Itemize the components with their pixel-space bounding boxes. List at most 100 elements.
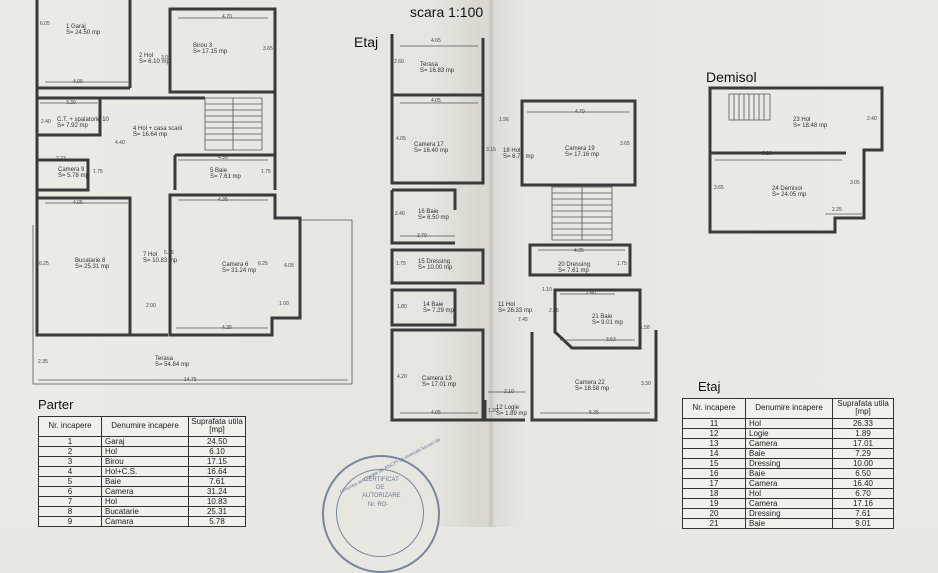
room-area-cell: 6.10 [188,445,246,457]
room-area-cell: 7.61 [832,507,894,519]
room-area-cell: 16.64 [188,465,246,477]
room-number-cell: 11 [682,417,746,429]
dimension-label: 3.15 [486,147,496,153]
dimension-label: 1.75 [261,169,271,175]
dimension-label: 6.25 [39,261,49,267]
dimension-label: 1.20 [488,408,498,414]
parter-garage-wall [37,0,132,90]
room-area-cell: 7.61 [188,475,246,487]
dimension-label: 5.25 [164,250,174,256]
etaj-room17-wall [390,95,485,185]
etaj-table-heading: Etaj [698,379,721,394]
etaj-dressing15-wall [390,248,485,285]
room-number-cell: 7 [38,495,102,507]
dimension-label: 2.05 [549,308,559,314]
room-name-cell: Camera [745,477,833,489]
dimension-label: 2.23 [56,156,66,162]
dimension-label: 4.40 [115,140,125,146]
room-name-cell: Dressing [745,507,833,519]
etaj-logie [483,400,525,422]
dimension-label: 4.70 [575,109,585,115]
etaj-dim-lines [400,45,650,414]
room-number-cell: 4 [38,465,102,477]
dimension-label: 3.53 [606,337,616,343]
parter-pantry-wall [37,158,90,192]
parter-heading: Parter [38,397,74,412]
dimension-label: 2.00 [146,303,156,309]
dimension-label: 7.45 [518,317,528,323]
dimension-label: 3.30 [66,100,76,106]
room-number-cell: 6 [38,485,102,497]
dimension-label: 1.75 [617,261,627,267]
dimension-label: 14.75 [184,377,197,383]
parter-room6-wall [168,193,302,337]
column-header-name: Denumire incapere [745,398,833,419]
room-name-cell: Bucatarie [101,505,189,517]
room-name-cell: Hol [101,495,189,507]
room-number-cell: 18 [682,487,746,499]
parter-stair [204,97,263,151]
room-number-cell: 20 [682,507,746,519]
dimension-label: 4.05 [73,79,83,85]
dimension-label: 4.05 [73,200,83,206]
dimension-label: 5.20 [762,151,772,157]
room-name-cell: Camera [101,485,189,497]
stamp-text: DE [376,485,385,491]
parter-room-table: Nr. incapere Denumire incapere Suprafata… [38,416,246,527]
room-name-cell: Hol+C.S. [101,465,189,477]
dimension-label: 4.05 [396,136,406,142]
dimension-label: 2.70 [417,233,427,239]
dimension-label: 3.65 [620,141,630,147]
etaj-hall-core [528,243,632,277]
column-header-area: Suprafata utila [mp] [188,416,246,437]
room-number-cell: 9 [38,515,102,527]
demisol-dim-lines [715,159,862,215]
room-number-cell: 17 [682,477,746,489]
column-header-area: Suprafata utila [mp] [832,398,894,419]
parter-outer-wall [35,0,168,337]
demisol-outer-wall [708,86,884,234]
etaj-room22-wall [530,330,658,422]
room-number-cell: 12 [682,427,746,439]
room-number-cell: 15 [682,457,746,469]
dimension-label: 1.75 [396,261,406,267]
etaj-room-table: Nr. incapere Denumire incapere Suprafata… [682,398,894,529]
room-area-cell: 17.15 [188,455,246,467]
room-area-cell: 26.33 [832,417,894,429]
dimension-label: 2.40 [867,116,877,122]
room-number-cell: 2 [38,445,102,457]
room-number-cell: 13 [682,437,746,449]
room-area-cell: 24.50 [188,435,246,447]
room-name-cell: Logie [745,427,833,439]
room-name-cell: Hol [745,417,833,429]
scale-label: scara 1:100 [410,4,484,20]
dimension-label: 1.75 [93,169,103,175]
parter-dim-lines [38,17,348,381]
dimension-label: 1.58 [640,325,650,331]
dimension-label: 4.35 [218,197,228,203]
dimension-label: 1.80 [397,304,407,310]
paper-fold [487,0,495,527]
room-area-cell: 10.00 [832,457,894,469]
dimension-label: 4.05 [431,410,441,416]
